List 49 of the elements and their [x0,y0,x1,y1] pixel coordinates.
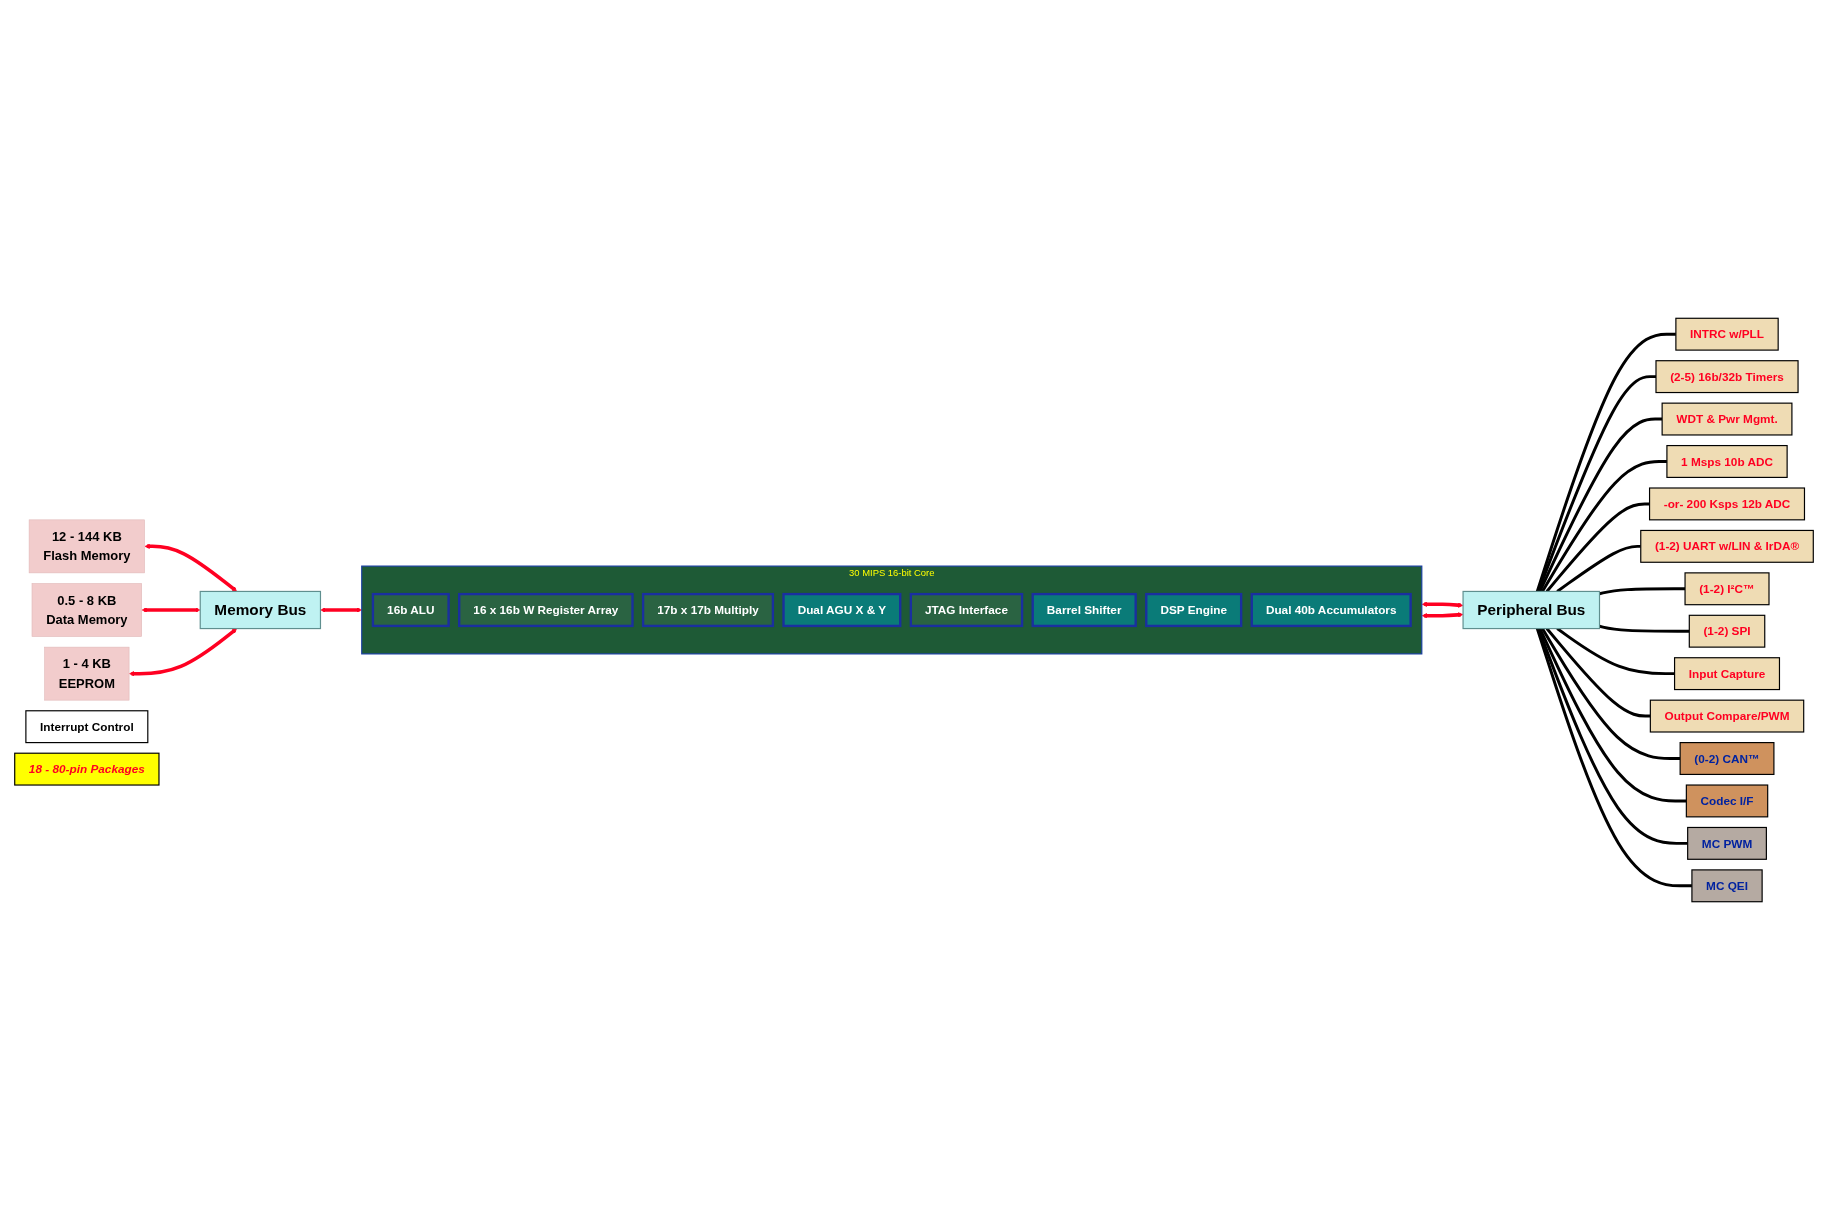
node-box: Memory Bus [199,590,322,630]
node-box: (1-2) UART w/LIN & IrDA® [1640,529,1814,563]
node-box: (1-2) I²C™ [1684,572,1770,606]
node-box: Input Capture [1674,657,1781,691]
arrow [1421,612,1464,619]
arrow [1421,601,1464,608]
connector [1538,417,1663,593]
node-box: DSP Engine [1145,592,1243,628]
connector [1556,627,1675,676]
arrow [129,628,238,677]
node-box: (0-2) CAN™ [1679,742,1775,775]
arrow [320,607,362,613]
node-box: (1-2) SPI [1688,614,1766,648]
connector [1545,502,1650,593]
node-box: 16b ALU [371,592,450,628]
node-box: -or- 200 Ksps 12b ADC [1648,487,1806,521]
connector [1538,627,1687,803]
node-box: 17b x 17b Multiply [641,592,775,628]
connector [1541,627,1681,760]
connector [1536,375,1656,592]
connector [1535,332,1676,592]
node-box: Dual AGU X & Y [782,592,902,628]
node-box: MC QEI [1691,869,1763,903]
connector [1536,628,1688,845]
connector [1541,460,1667,593]
connector [1556,544,1641,593]
node-box: 1 - 4 KB EEPROM [44,646,130,701]
node-box: 0.5 - 8 KB Data Memory [31,583,142,637]
node-box: 12 - 144 KB Flash Memory [28,519,145,574]
connector [1599,587,1686,596]
node-box: Output Compare/PWM [1649,699,1805,733]
node-box: Barrel Shifter [1031,592,1137,628]
node-box: 18 - 80-pin Packages [14,752,160,786]
node-box: Dual 40b Accumulators [1250,592,1412,628]
node-box: Codec I/F [1685,784,1769,818]
connector [1599,624,1690,633]
node-box: Interrupt Control [25,710,149,744]
node-box: Peripheral Bus [1462,590,1601,630]
arrow [141,607,201,613]
node-box: (2-5) 16b/32b Timers [1655,360,1799,394]
node-box: INTRC w/PLL [1675,317,1779,351]
connector [1545,627,1651,718]
node-box: WDT & Pwr Mgmt. [1661,402,1793,436]
arrow [144,543,238,592]
node-box: 1 Msps 10b ADC [1666,445,1788,478]
node-box: 16 x 16b W Register Array [458,592,634,628]
connector [1535,628,1692,888]
node-box: MC PWM [1687,826,1767,860]
node-box: JTAG Interface [909,592,1024,628]
